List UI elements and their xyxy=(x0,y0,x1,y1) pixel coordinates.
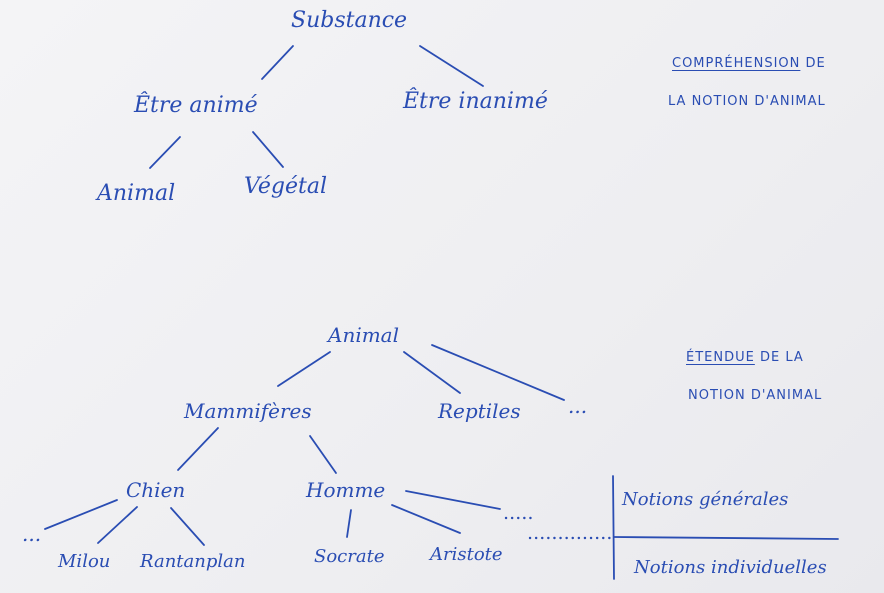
caption-extension-rest: DE LA xyxy=(754,350,804,365)
edge-mammals-dog xyxy=(177,427,219,471)
edge-dog-more xyxy=(44,499,118,530)
legend-horizontal-divider xyxy=(613,536,839,540)
node-ext-animal: Animal xyxy=(328,323,400,347)
node-reptiles: Reptiles xyxy=(438,399,521,423)
edge-dog-rantanplan xyxy=(170,507,205,546)
node-root-more: ... xyxy=(568,394,588,418)
node-rantanplan: Rantanplan xyxy=(140,551,246,572)
node-substance: Substance xyxy=(291,8,408,33)
node-animal: Animal xyxy=(97,181,176,206)
legend-vertical-divider xyxy=(612,475,615,580)
node-aristote: Aristote xyxy=(430,544,503,565)
node-man: Homme xyxy=(306,478,386,502)
caption-comprehension-title: COMPRÉHENSION xyxy=(672,56,801,71)
caption-comprehension: COMPRÉHENSION DE xyxy=(672,56,826,71)
edge-man-more xyxy=(405,490,501,510)
edge-man-socrate xyxy=(346,509,352,538)
legend-individual: Notions individuelles xyxy=(634,557,827,578)
edge-substance-animate xyxy=(261,45,294,80)
node-dog: Chien xyxy=(126,478,186,502)
edge-man-aristote xyxy=(391,504,461,534)
node-milou: Milou xyxy=(58,551,111,572)
node-inanimate: Être inanimé xyxy=(403,89,548,114)
caption-extension: ÉTENDUE DE LA xyxy=(686,350,804,365)
edge-animate-plant xyxy=(252,131,284,168)
edge-dog-milou xyxy=(97,506,138,544)
edge-animal-reptiles xyxy=(403,351,461,394)
edge-animate-animal xyxy=(149,136,181,169)
legend-general: Notions générales xyxy=(622,489,789,510)
node-animate: Être animé xyxy=(134,93,258,118)
edge-animal-mammals xyxy=(277,351,331,387)
caption-comprehension-line2: LA NOTION D'ANIMAL xyxy=(668,94,826,109)
caption-extension-title: ÉTENDUE xyxy=(686,350,755,365)
node-mammals: Mammifères xyxy=(184,399,312,423)
node-dog-more: ... xyxy=(22,522,42,546)
caption-extension-line2: NOTION D'ANIMAL xyxy=(688,388,823,403)
edge-substance-inanimate xyxy=(419,45,484,87)
caption-comprehension-rest: DE xyxy=(800,56,826,71)
edge-animal-more xyxy=(431,344,565,401)
node-socrate: Socrate xyxy=(314,546,385,567)
edge-mammals-man xyxy=(309,435,337,474)
node-plant: Végétal xyxy=(244,174,327,199)
